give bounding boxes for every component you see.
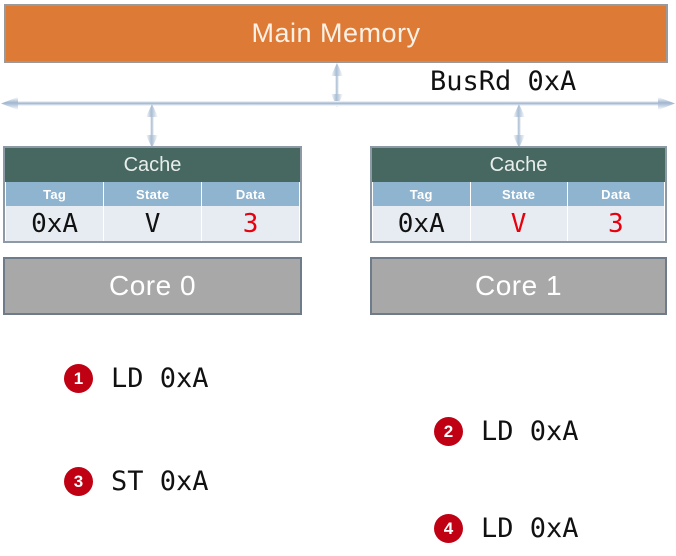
cache0-title: Cache	[5, 148, 300, 182]
cache0-col-state: State	[103, 182, 203, 206]
bus-to-cache0-connector-arrow	[146, 104, 158, 148]
cache0-col-tag: Tag	[4, 182, 105, 206]
core1-label: Core 1	[474, 270, 563, 301]
cache0-col-data: Data	[201, 182, 300, 206]
cache1-col-tag: Tag	[372, 182, 471, 206]
step-item-3: 3 ST 0xA	[64, 466, 209, 497]
step-4-text: LD 0xA	[481, 513, 579, 544]
cache1-table: Tag State Data 0xA V 3	[372, 182, 666, 241]
step-4-badge: 4	[434, 514, 463, 543]
bus-to-cache1-connector-arrow	[513, 104, 525, 148]
cache1-col-data: Data	[566, 182, 666, 206]
cache1-col-state: State	[469, 182, 568, 206]
cache1-state-value: V	[469, 206, 568, 241]
cache0-data-row: 0xA V 3	[4, 206, 300, 241]
core-block-1: Core 1	[370, 257, 667, 315]
core0-label: Core 0	[108, 270, 197, 301]
cache-block-core0: Cache Tag State Data 0xA V 3	[3, 146, 302, 243]
step-1-badge: 1	[64, 364, 93, 393]
step-3-text: ST 0xA	[111, 466, 209, 497]
main-memory-label: Main Memory	[251, 18, 421, 48]
cache1-title-label: Cache	[489, 153, 548, 176]
cache0-tag-value: 0xA	[4, 206, 105, 241]
cache-block-core1: Cache Tag State Data 0xA V 3	[370, 146, 667, 243]
step-item-1: 1 LD 0xA	[64, 363, 209, 394]
system-bus-line	[1, 97, 675, 110]
cache0-data-value: 3	[201, 206, 300, 241]
cache1-tag-value: 0xA	[372, 206, 471, 241]
cache0-title-label: Cache	[123, 153, 182, 176]
step-2-badge: 2	[434, 417, 463, 446]
cache0-table: Tag State Data 0xA V 3	[4, 182, 300, 241]
cache0-state-value: V	[103, 206, 203, 241]
step-2-text: LD 0xA	[481, 416, 579, 447]
step-3-badge: 3	[64, 467, 93, 496]
step-item-4: 4 LD 0xA	[434, 513, 579, 544]
cache1-data-value: 3	[566, 206, 666, 241]
cache1-header-row: Tag State Data	[372, 182, 666, 206]
step-1-text: LD 0xA	[111, 363, 209, 394]
cache1-data-row: 0xA V 3	[372, 206, 666, 241]
cache0-header-row: Tag State Data	[4, 182, 300, 206]
step-item-2: 2 LD 0xA	[434, 416, 579, 447]
core-block-0: Core 0	[3, 257, 302, 315]
main-memory-block: Main Memory	[4, 4, 668, 63]
cache1-title: Cache	[372, 148, 665, 182]
bus-transaction-label: BusRd 0xA	[430, 66, 577, 97]
memory-to-bus-connector-arrow	[331, 63, 343, 107]
